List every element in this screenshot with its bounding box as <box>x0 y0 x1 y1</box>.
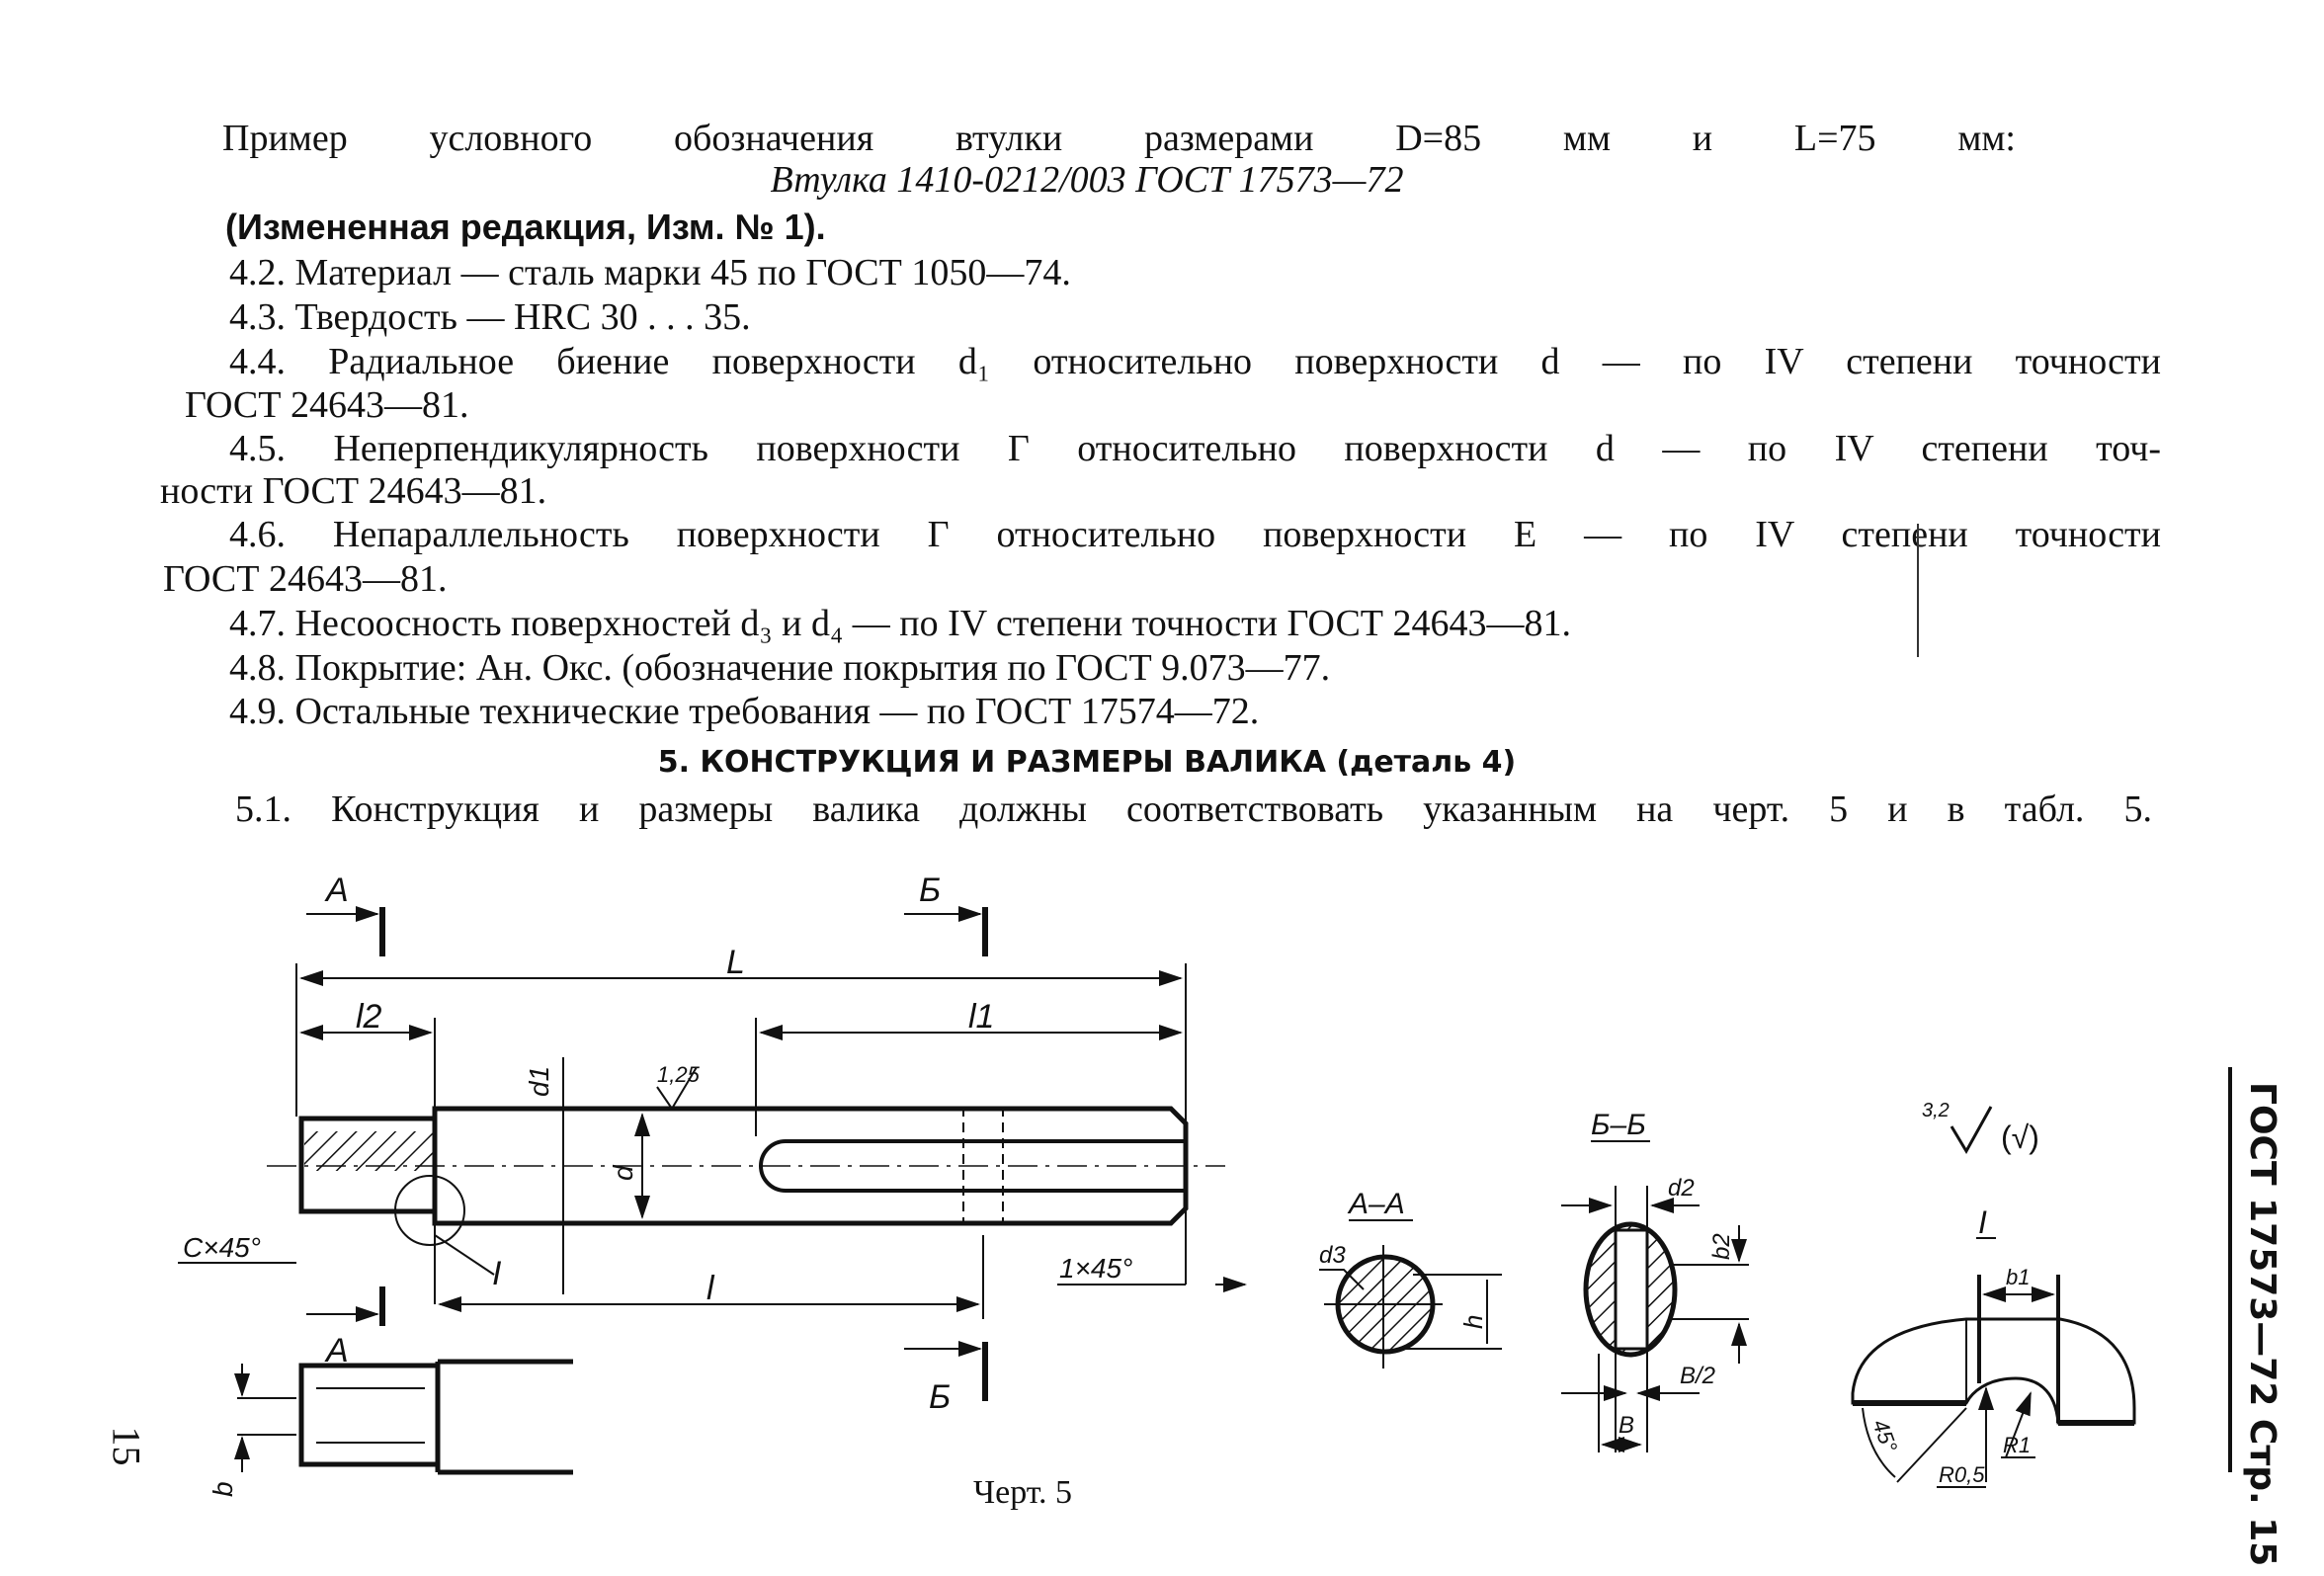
label-view-b-b: Б–Б <box>1591 1109 1646 1141</box>
section-mark-b-top <box>904 906 988 956</box>
roughness-symbol <box>1950 1106 1993 1154</box>
label-dim-b: b <box>208 1481 238 1497</box>
label-dim-L: L <box>726 944 745 981</box>
drawing-caption: Черт. 5 <box>973 1474 1073 1511</box>
label-detail-title: I <box>1978 1204 1987 1240</box>
paragraph-4-3: 4.3. Твердость — HRC 30 . . . 35. <box>229 296 751 338</box>
revision-bar <box>1917 524 1919 657</box>
label-dim-l1: l1 <box>968 998 994 1036</box>
amendment-note: (Измененная редакция, Изм. № 1). <box>225 207 826 247</box>
paragraph-4-4-line2: ГОСТ 24643—81. <box>185 384 469 426</box>
label-detail-ref: I <box>492 1255 502 1292</box>
label-roughness-3-2: 3,2 <box>1922 1100 1950 1121</box>
section-mark-a-bottom <box>306 1286 385 1326</box>
page-number: 15 <box>104 1426 149 1466</box>
label-section-a-top: А <box>324 871 349 909</box>
label-roughness-1-25: 1,25 <box>657 1062 701 1087</box>
label-dim-l2: l2 <box>356 998 382 1036</box>
label-dim-h: h <box>1458 1315 1488 1329</box>
paragraph-5-1: 5.1. Конструкция и размеры валика должны… <box>235 788 2152 830</box>
paragraph-4-5-line1: 4.5. Неперпендикулярность поверхности Г … <box>229 428 2161 469</box>
paragraph-4-9: 4.9. Остальные технические требования — … <box>229 691 1260 732</box>
label-dim-d1: d1 <box>524 1066 554 1097</box>
label-chamfer-c: C×45° <box>183 1232 261 1263</box>
label-dim-b1: b1 <box>2006 1265 2030 1289</box>
section-mark-b-bottom <box>904 1341 988 1401</box>
paragraph-4-6-line2: ГОСТ 24643—81. <box>163 558 448 600</box>
section-view-b-b <box>1561 1140 1749 1452</box>
paragraph-4-6-line1: 4.6. Непараллельность поверхности Г отно… <box>229 514 2161 555</box>
paragraph-4-5-line2: ности ГОСТ 24643—81. <box>160 470 547 512</box>
label-section-a-bottom: А <box>324 1332 349 1369</box>
label-view-a-a: А–А <box>1347 1188 1405 1220</box>
example-designation: Втулка 1410-0212/003 ГОСТ 17573—72 <box>770 159 1404 201</box>
label-angle-45: 45° <box>1868 1416 1902 1455</box>
shaft-end-view <box>234 1359 573 1475</box>
paragraph-4-2: 4.2. Материал — сталь марки 45 по ГОСТ 1… <box>229 252 1071 293</box>
paragraph-4-7: 4.7. Несоосность поверхностей d₃ и d₄ — … <box>229 603 1571 644</box>
label-dim-l: l <box>706 1270 715 1307</box>
label-dim-b-half: B/2 <box>1680 1363 1715 1389</box>
label-dim-d3: d3 <box>1319 1242 1346 1269</box>
section-mark-a-top <box>306 906 385 956</box>
section-view-a-a <box>1319 1219 1502 1369</box>
side-title: ГОСТ 17573—72 Стр. 15 <box>2242 1082 2282 1567</box>
label-chamfer-1: 1×45° <box>1059 1253 1132 1284</box>
label-dim-d: d <box>608 1164 638 1181</box>
label-radius-r1: R1 <box>2003 1433 2031 1457</box>
label-dim-B: B <box>1618 1412 1634 1439</box>
label-section-b-bottom: Б <box>929 1378 951 1416</box>
shaft-main-view <box>267 1106 1225 1276</box>
label-roughness-paren: (√) <box>2001 1120 2039 1155</box>
label-section-b-top: Б <box>919 871 941 909</box>
detail-view-i <box>1851 1237 2136 1488</box>
label-dim-d2: d2 <box>1668 1175 1695 1202</box>
section-5-heading: 5. КОНСТРУКЦИЯ И РАЗМЕРЫ ВАЛИКА (деталь … <box>657 745 1517 780</box>
paragraph-4-4-line1: 4.4. Радиальное биение поверхности d₁ от… <box>229 341 2161 382</box>
example-intro: Пример условного обозначения втулки разм… <box>222 118 2016 159</box>
paragraph-4-8: 4.8. Покрытие: Ан. Окс. (обозначение пок… <box>229 647 1331 689</box>
label-dim-b2: b2 <box>1708 1233 1735 1260</box>
label-radius-r05: R0,5 <box>1939 1462 1985 1487</box>
